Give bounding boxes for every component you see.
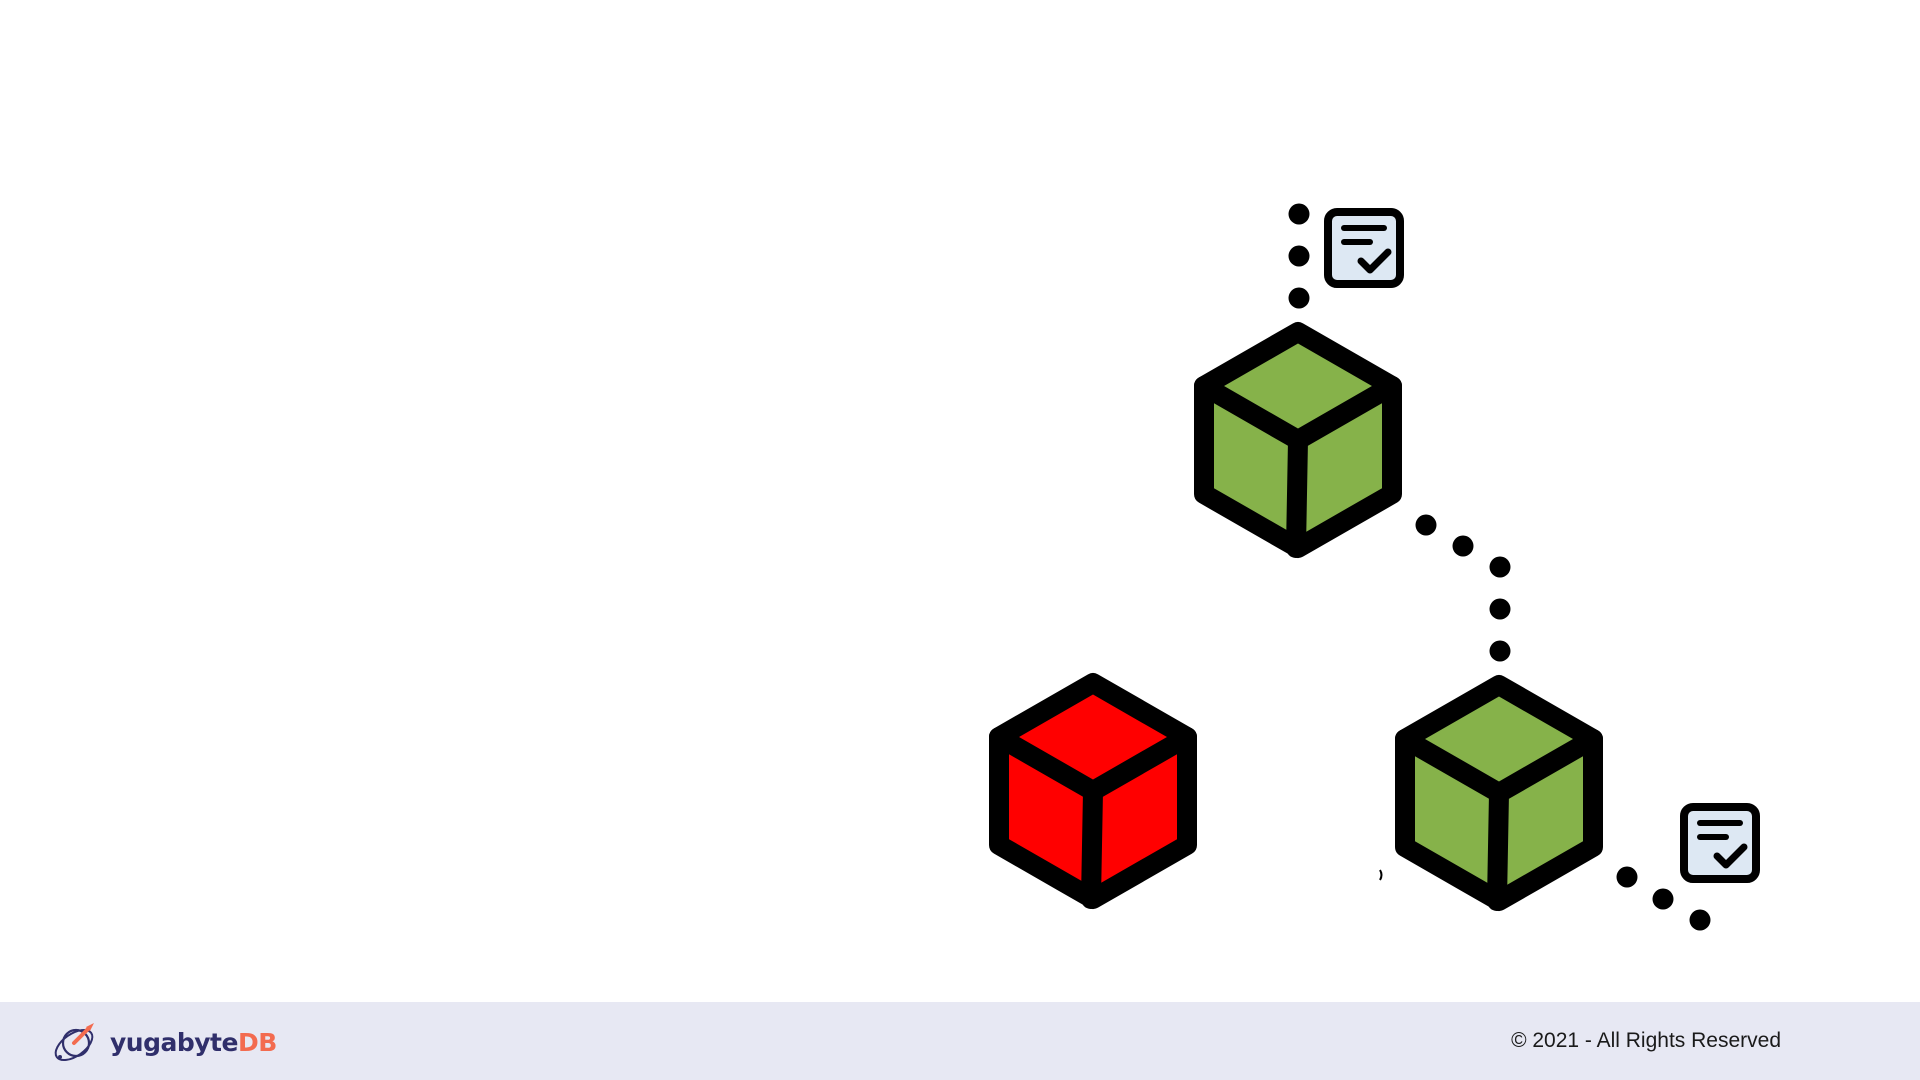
- cube-icon-node-right: [1395, 675, 1603, 911]
- brand-wordmark: yugabyteDB: [110, 1030, 277, 1055]
- replication-diagram: [989, 203, 1760, 931]
- cube-icon-node-top: [1194, 322, 1402, 558]
- brand-name-main: yugabyte: [110, 1027, 238, 1057]
- cube-icon-node-left: [989, 673, 1197, 909]
- connector-top-to-right: [1415, 514, 1511, 662]
- stray-mark: [1379, 869, 1383, 881]
- footer-bar: yugabyteDB © 2021 - All Rights Reserved: [0, 1002, 1920, 1080]
- connector-top-checklist: [1288, 203, 1310, 309]
- connector-right-checklist: [1616, 866, 1711, 931]
- copyright-text: © 2021 - All Rights Reserved: [1511, 1029, 1781, 1052]
- brand-name-accent: DB: [237, 1027, 277, 1057]
- checklist-icon: [1680, 803, 1760, 883]
- yugabyte-logo-icon: [54, 1023, 94, 1062]
- checklist-icon: [1324, 208, 1404, 288]
- yugabytedb-logo[interactable]: yugabyteDB: [50, 1021, 277, 1063]
